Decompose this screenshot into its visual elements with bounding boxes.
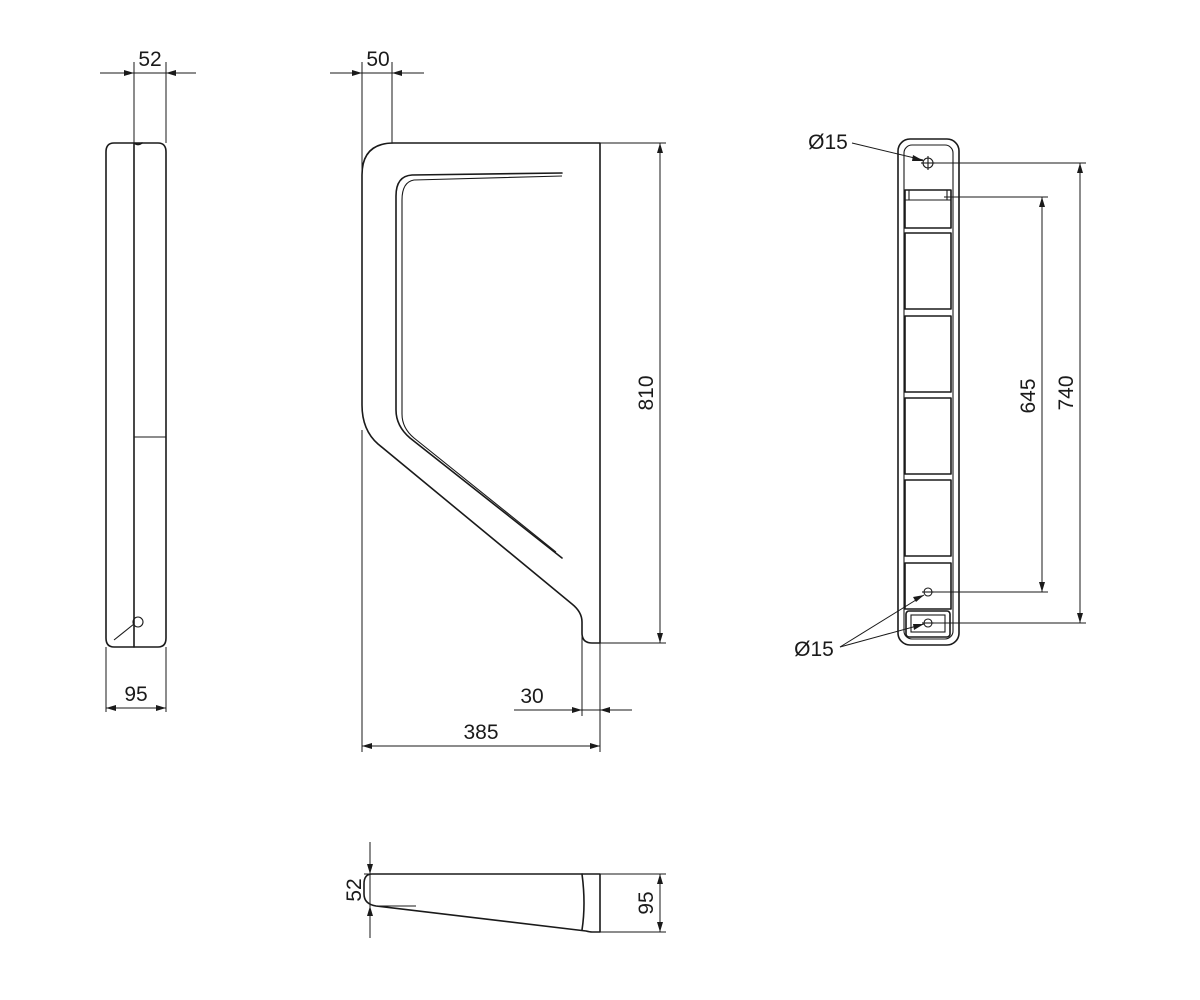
back-view-outer-frame: [897, 138, 960, 646]
back-view-panel-5: [904, 562, 952, 610]
side-dim-top-label: 52: [138, 48, 161, 71]
front-dim-width-arrow-right: [590, 743, 600, 749]
plan-view-end-face: [581, 873, 585, 931]
front-view-inner-shadow: [401, 175, 563, 553]
back-view-panel-4: [904, 479, 952, 557]
back-view-bottom-bracket: [905, 610, 951, 638]
back-view-inner-frame: [903, 144, 954, 640]
back-dim-hole-top-arrow: [912, 155, 924, 161]
side-dim-top-arrow-right: [166, 70, 176, 76]
front-dim-height-label: 810: [635, 375, 658, 410]
back-dim-inner-arrow-top: [1039, 197, 1045, 207]
back-dim-outer-label: 740: [1055, 375, 1078, 410]
back-dim-holes-bottom-arrow-1: [913, 595, 924, 602]
front-dim-top-arrow-right: [392, 70, 402, 76]
plan-dim-left-arrow-top: [367, 864, 373, 874]
back-dim-outer-arrow-top: [1077, 163, 1083, 173]
plan-dim-right-label: 95: [635, 891, 658, 914]
plan-dim-right-arrow-top: [657, 874, 663, 884]
front-dim-height-arrow-top: [657, 143, 663, 153]
back-view-top-slot-bevel: [905, 190, 951, 201]
back-dim-holes-bottom-label: Ø15: [794, 638, 834, 661]
back-view-top-slot: [904, 189, 952, 229]
side-dim-bottom-arrow-right: [156, 705, 166, 711]
front-dim-top-arrow-left: [352, 70, 362, 76]
side-dim-bottom-arrow-left: [106, 705, 116, 711]
side-dim-bottom-label: 95: [124, 683, 147, 706]
front-dim-foot-arrow-right: [600, 707, 610, 713]
back-dim-holes-bottom-leader-2: [839, 623, 925, 648]
front-view-outline: [361, 142, 601, 644]
side-view: 52 95: [100, 48, 196, 712]
side-view-hole: [132, 616, 144, 628]
back-view: Ø15 Ø15 645 740: [794, 131, 1086, 661]
front-view-inner-profile: [395, 172, 563, 559]
side-dim-top-arrow-left: [124, 70, 134, 76]
plan-dim-right-arrow-bottom: [657, 922, 663, 932]
front-dim-width-label: 385: [463, 721, 498, 744]
plan-dim-left-label: 52: [343, 878, 366, 901]
back-view-panel-3: [904, 397, 952, 475]
side-view-hole-leader: [113, 623, 135, 641]
back-view-panel-1: [904, 232, 952, 310]
back-dim-inner-arrow-bottom: [1039, 582, 1045, 592]
back-dim-hole-top-label: Ø15: [808, 131, 848, 154]
back-dim-holes-bottom-leader-1: [839, 594, 925, 648]
plan-view-outline: [363, 873, 601, 933]
back-view-panel-2: [904, 315, 952, 393]
back-dim-hole-top-leader: [851, 142, 924, 161]
front-dim-width-arrow-left: [362, 743, 372, 749]
plan-dim-left-arrow-bottom: [367, 906, 373, 916]
side-view-inner-edge: [133, 142, 143, 648]
front-dim-foot-label: 30: [520, 685, 543, 708]
front-dim-foot-arrow-left: [572, 707, 582, 713]
front-view: 50 810 30 385: [330, 48, 666, 752]
plan-view: 52 95: [343, 842, 666, 938]
front-dim-top-label: 50: [366, 48, 389, 71]
front-dim-height-arrow-bottom: [657, 633, 663, 643]
back-dim-outer-arrow-bottom: [1077, 613, 1083, 623]
side-view-outline: [105, 142, 167, 648]
back-dim-inner-label: 645: [1017, 378, 1040, 413]
back-dim-holes-bottom-arrow-2: [913, 624, 924, 630]
